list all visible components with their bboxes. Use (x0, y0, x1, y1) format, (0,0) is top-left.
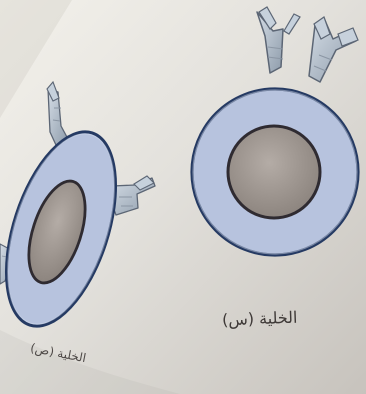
cell-s-label: الخلية (س) (222, 308, 298, 330)
cell-s (192, 89, 358, 255)
cell-s-nucleus (228, 126, 320, 218)
